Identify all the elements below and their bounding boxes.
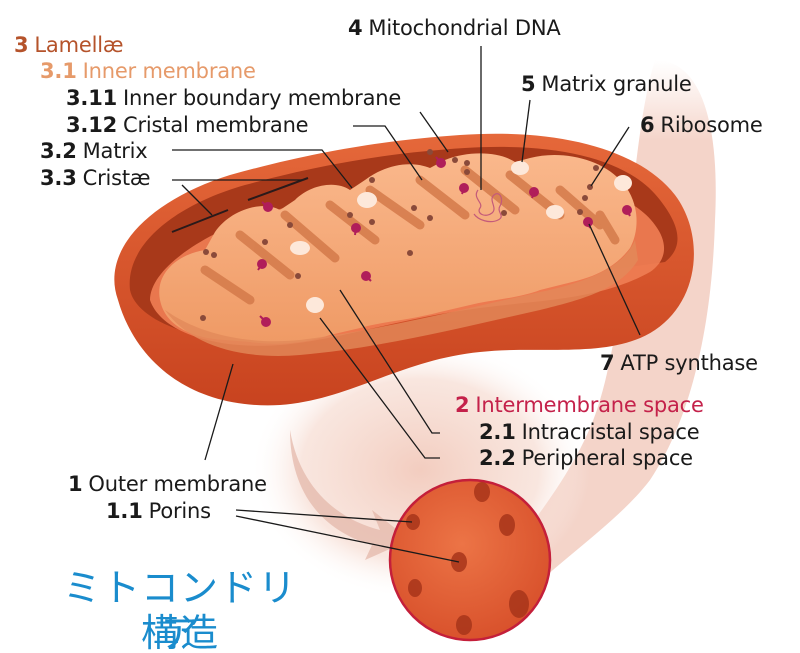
label-number: 1.1 [106,499,143,523]
label-number: 5 [521,72,536,96]
label-text: Matrix granule [541,72,692,96]
label-text: Inner boundary membrane [123,86,402,110]
label-text: Peripheral space [521,446,693,470]
arrow-icon [290,430,410,560]
label-text: Lamellæ [34,33,124,57]
atp-synthases [257,156,632,327]
ribosomes [200,149,599,321]
label-number: 3 [14,33,29,57]
label-number: 3.1 [40,59,77,83]
label-text: Mitochondrial DNA [368,16,561,40]
matrix-shape [159,153,638,356]
leader-lines [172,46,641,563]
label-text: Inner membrane [82,59,256,83]
label-number: 3.12 [66,113,118,137]
label-number: 2 [455,393,470,417]
label-number: 4 [348,16,363,40]
porins-inset [388,478,552,642]
label-text: Cristal membrane [123,113,309,137]
label-number: 3.11 [66,86,118,110]
label-text: Porins [148,499,211,523]
caption-line-2: 構造 [140,611,219,653]
label-number: 1 [68,472,83,496]
label-number: 6 [640,113,655,137]
label-text: Intracristal space [521,420,700,444]
label-number: 3.3 [40,166,77,190]
label-number: 3.2 [40,139,77,163]
matrix-granules [290,161,632,313]
label-number: 7 [600,351,615,375]
label-text: Outer membrane [88,472,267,496]
label-number: 2.1 [479,420,516,444]
label-text: Matrix [82,139,148,163]
label-text: Intermembrane space [475,393,704,417]
label-text: ATP synthase [620,351,758,375]
label-text: Cristæ [82,166,151,190]
cristae-rim-marks [171,177,309,233]
label-text: Ribosome [660,113,763,137]
mitochondrial-dna-shape [473,189,503,223]
caption-line-1: ミトコンドリア [62,566,297,653]
label-number: 2.2 [479,446,516,470]
